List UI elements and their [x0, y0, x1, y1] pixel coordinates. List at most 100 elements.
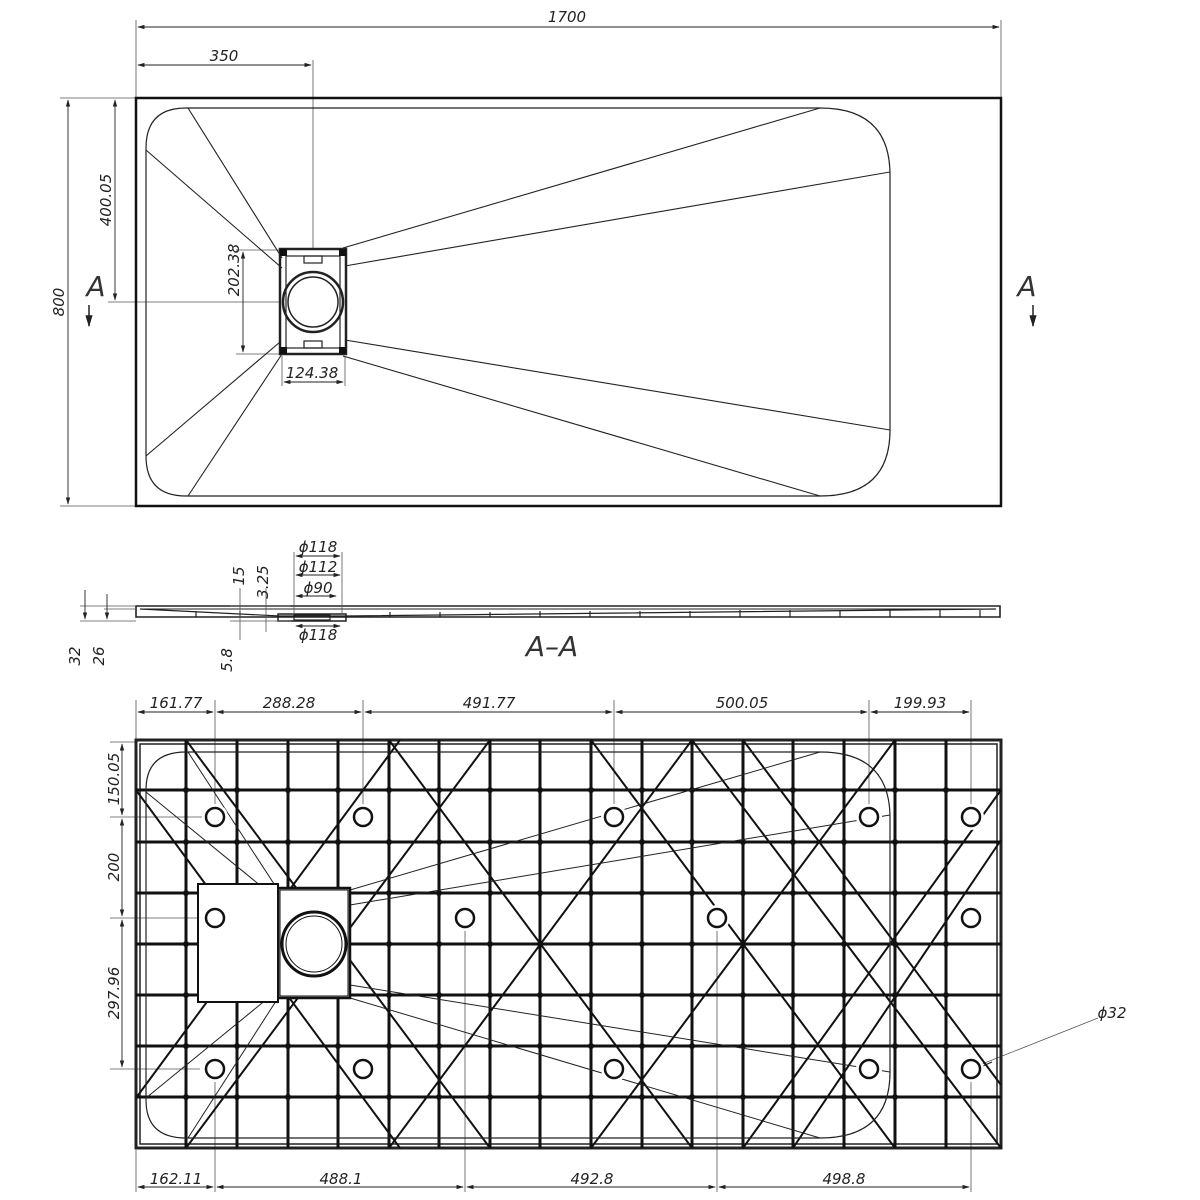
dim-dia-outer-bottom: ϕ118 [299, 626, 338, 644]
rib-junction [436, 787, 442, 793]
rib-junction [740, 1094, 746, 1100]
section-mark-left: A [84, 270, 105, 303]
foot-hole [603, 806, 625, 828]
rib-junction [790, 1094, 796, 1100]
rib-junction [436, 839, 442, 845]
rib-junction [386, 1094, 392, 1100]
section-label: A–A [524, 630, 578, 663]
rib-junction [183, 839, 189, 845]
rib-junction [285, 1043, 291, 1049]
dim-thickness-26: 26 [90, 646, 108, 665]
dim-bottom-3: 492.8 [571, 1170, 614, 1188]
rib-junction [537, 787, 543, 793]
foot-hole [858, 1058, 880, 1080]
rib-junction [487, 1094, 493, 1100]
rib-junction [335, 787, 341, 793]
rib-junction [689, 941, 695, 947]
foot-hole [204, 907, 226, 929]
dim-left-1: 150.05 [105, 753, 123, 806]
rib-junction [943, 787, 949, 793]
foot-hole [204, 1058, 226, 1080]
rib-junction [588, 787, 594, 793]
rib-junction [790, 890, 796, 896]
rib-junction [183, 1094, 189, 1100]
rib-junction [183, 941, 189, 947]
dim-depth-58: 5.8 [218, 648, 236, 672]
rib-junction [386, 992, 392, 998]
foot-hole [960, 907, 982, 929]
rib-junction [335, 1094, 341, 1100]
rib-junction [487, 1043, 493, 1049]
rib-junction [689, 890, 695, 896]
rib-junction [892, 839, 898, 845]
dim-drain-box-width: 124.38 [286, 364, 339, 382]
rib-junction [689, 1043, 695, 1049]
foot-hole [960, 1058, 982, 1080]
rib-junction [487, 787, 493, 793]
rib-junction [841, 787, 847, 793]
rib-junction [588, 1043, 594, 1049]
dim-bottom-2: 488.1 [320, 1170, 363, 1188]
rib-junction [740, 1043, 746, 1049]
rib-junction [790, 839, 796, 845]
rib-junction [285, 1094, 291, 1100]
rib-junction [892, 787, 898, 793]
rib-junction [943, 1043, 949, 1049]
foot-holes [202, 804, 984, 1082]
rib-junction [234, 787, 240, 793]
rib-junction [790, 1043, 796, 1049]
rib-junction [537, 890, 543, 896]
rib-junction [841, 839, 847, 845]
drain-assembly [278, 247, 348, 356]
dim-drain-box-height: 202.38 [225, 244, 243, 297]
dim-top-4: 500.05 [716, 694, 769, 712]
rib-junction [639, 787, 645, 793]
rib-junction [639, 839, 645, 845]
rib-junction [588, 890, 594, 896]
tray-recess [145, 107, 891, 497]
rib-junction [537, 1094, 543, 1100]
rib-junction [943, 941, 949, 947]
rib-junction [487, 992, 493, 998]
rib-diagonal [742, 739, 1002, 1086]
rib-junction [689, 1094, 695, 1100]
rib-junction [537, 992, 543, 998]
drain-hole [281, 270, 345, 334]
section-view: ϕ118 ϕ112 ϕ90 ϕ118 15 3.25 5.8 32 26 A–A [66, 538, 1001, 672]
rib-junction [689, 839, 695, 845]
rib-junction [183, 787, 189, 793]
rib-junction [234, 1043, 240, 1049]
rib-junction [740, 839, 746, 845]
rib-junction [487, 941, 493, 947]
rib-junction [790, 941, 796, 947]
rib-junction [689, 992, 695, 998]
rib-junction [943, 890, 949, 896]
rib-junction [183, 992, 189, 998]
dim-drain-offset-y: 400.05 [97, 174, 115, 227]
rib-junction [790, 787, 796, 793]
rib-junction [943, 1094, 949, 1100]
bottom-drain-hole [280, 910, 348, 978]
rib-junction [335, 839, 341, 845]
rib-junction [234, 1094, 240, 1100]
rib-junction [639, 1043, 645, 1049]
rib-junction [436, 1043, 442, 1049]
dim-left-3: 297.96 [105, 967, 123, 1020]
rib-junction [285, 839, 291, 845]
rib-junction [436, 1094, 442, 1100]
rib-junction [841, 890, 847, 896]
section-ribs [195, 610, 981, 617]
rib-junction [588, 941, 594, 947]
rib-junction [386, 787, 392, 793]
foot-hole [706, 907, 728, 929]
rib-junction [790, 992, 796, 998]
tray-outline [134, 96, 1003, 508]
rib-junction [740, 992, 746, 998]
rib-junction [740, 787, 746, 793]
rib-junction [639, 1094, 645, 1100]
rib-junction [892, 1043, 898, 1049]
rib-junction [588, 992, 594, 998]
rib-junction [386, 1043, 392, 1049]
rib-junction [386, 890, 392, 896]
rib-diagonal [590, 739, 896, 1149]
